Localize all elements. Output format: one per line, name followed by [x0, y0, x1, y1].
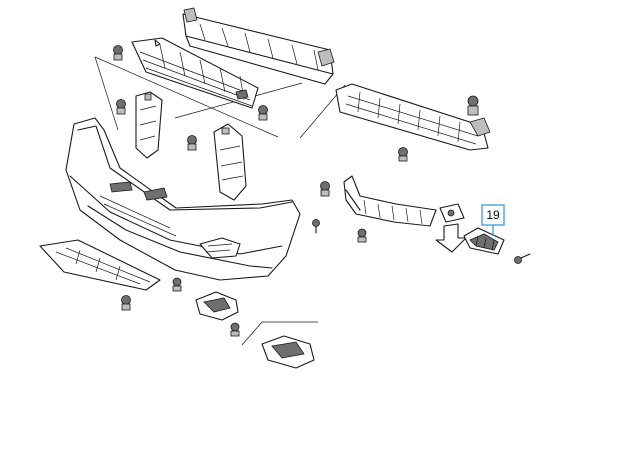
clip-center-left [187, 135, 197, 151]
upper-reinforcement-beam [182, 7, 335, 85]
energy-absorber [335, 83, 491, 151]
part-19-bracket [463, 227, 505, 255]
front-bumper-cover [65, 117, 301, 281]
upper-grille-insert [131, 37, 259, 109]
inset-frame-lower [241, 321, 318, 346]
clip-bracket-lower [357, 228, 367, 243]
clip-lower-center [172, 277, 182, 292]
inset-fog-cover [261, 335, 315, 369]
screw-side [312, 219, 320, 234]
left-fog-light-cover [195, 291, 239, 321]
clip-left-upper [116, 99, 126, 115]
direction-arrow [435, 223, 467, 253]
callout-19-label: 19 [486, 208, 500, 222]
clip-top-center [258, 105, 268, 121]
clip-fog-cover [230, 322, 240, 337]
center-bracket [213, 123, 247, 201]
callout-19: 19 [481, 204, 505, 236]
clip-lower-left [121, 295, 131, 311]
screw-bracket-right [514, 253, 531, 264]
clip-bracket-left [320, 181, 330, 197]
lower-under-cover [39, 239, 161, 291]
left-side-bracket [135, 91, 163, 159]
clip-right-lower [398, 147, 408, 162]
clip-right-upper [467, 95, 479, 116]
retainer-clip [439, 203, 465, 223]
right-side-bracket [343, 175, 437, 227]
clip-top-left [113, 45, 123, 61]
